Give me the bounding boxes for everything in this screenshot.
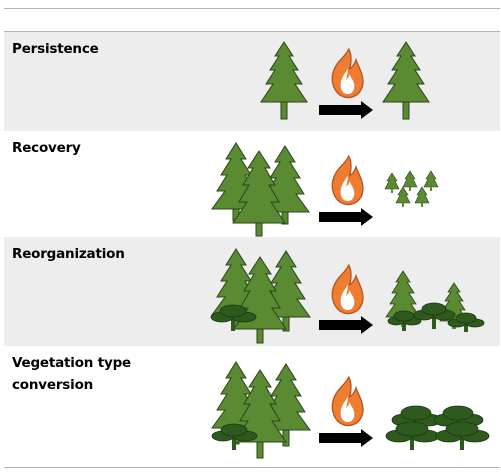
row-reorganization: Reorganization: [4, 237, 500, 346]
broadleaf-tree-icon: [387, 310, 422, 331]
broadleaf-tree-icon: [447, 312, 485, 332]
reorganization-illustration: [210, 248, 485, 344]
conifer-tree-icon: [233, 256, 287, 344]
broadleaf-tree-icon: [385, 421, 440, 450]
row-label-recovery: Recovery: [12, 140, 81, 156]
bottom-divider: [4, 467, 500, 468]
broadleaf-tree-icon: [211, 423, 258, 450]
row-label-vegetation-type-conversion: Vegetation type conversion: [12, 352, 131, 396]
conifer-seedling-icon: [423, 170, 439, 191]
header-divider: [4, 31, 500, 32]
conifer-seedling-icon: [384, 172, 400, 193]
fire-icon: [331, 263, 364, 315]
fire-icon: [331, 47, 364, 99]
top-divider: [4, 8, 500, 9]
conifer-tree-icon: [232, 150, 286, 237]
arrow-right-icon: [319, 101, 373, 119]
persistence-illustration: [260, 41, 430, 120]
conifer-seedling-icon: [414, 186, 430, 207]
broadleaf-tree-icon: [435, 421, 490, 450]
broadleaf-tree-icon: [413, 302, 456, 329]
conifer-tree-icon: [233, 369, 287, 459]
vegetation-type-conversion-illustration: [211, 361, 490, 459]
broadleaf-tree-icon: [433, 405, 484, 438]
row-persistence: Persistence: [4, 32, 500, 131]
row-vegetation-type-conversion: Vegetation type conversion: [4, 346, 500, 466]
arrow-right-icon: [319, 316, 373, 334]
fire-icon: [331, 375, 364, 427]
conifer-seedling-icon: [402, 170, 418, 191]
fire-icon: [331, 154, 364, 206]
arrow-right-icon: [319, 429, 373, 447]
row-label-persistence: Persistence: [12, 41, 99, 57]
conifer-tree-icon: [382, 41, 430, 120]
row-recovery: Recovery: [4, 131, 500, 237]
broadleaf-tree-icon: [210, 304, 257, 331]
recovery-illustration: [211, 142, 439, 237]
conifer-tree-icon: [260, 41, 308, 120]
arrow-right-icon: [319, 208, 373, 226]
row-label-reorganization: Reorganization: [12, 246, 125, 262]
row-label-line-2: conversion: [12, 377, 94, 393]
conifer-seedling-icon: [395, 186, 411, 207]
row-label-line-1: Vegetation type: [12, 355, 131, 371]
